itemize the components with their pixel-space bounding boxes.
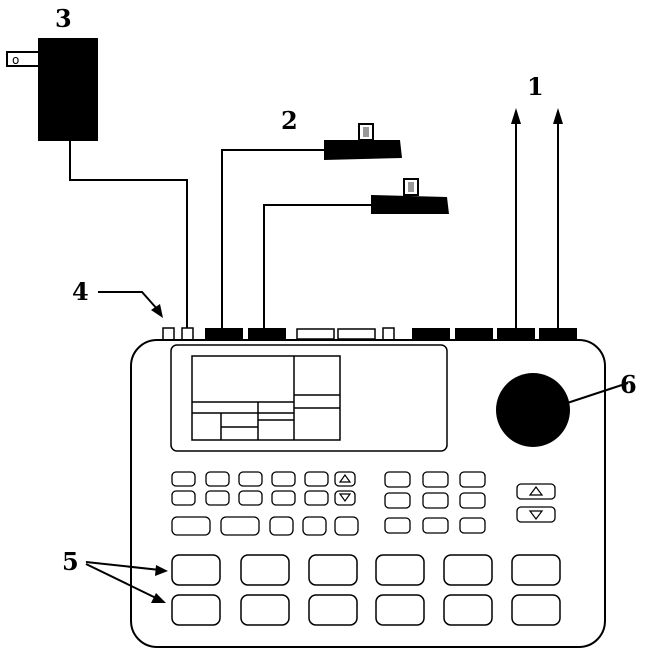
num-key-r1c3[interactable] (460, 472, 485, 487)
drum-pad-6[interactable] (512, 555, 560, 585)
num-key-r2c3[interactable] (460, 493, 485, 508)
lcd-screen (192, 356, 340, 440)
num-key-r1c2[interactable] (423, 472, 448, 487)
drum-pad-9[interactable] (309, 595, 357, 625)
output-arrow-right (553, 108, 563, 124)
power-jack (182, 328, 193, 340)
num-key-r3c1[interactable] (385, 518, 410, 533)
pad-key-r1c5[interactable] (305, 472, 328, 486)
small-jack (383, 328, 394, 340)
drum-pad-2[interactable] (241, 555, 289, 585)
drum-pad-1[interactable] (172, 555, 220, 585)
pad-key-r1c4[interactable] (272, 472, 295, 486)
num-key-r2c2[interactable] (423, 493, 448, 508)
drum-pad-8[interactable] (241, 595, 289, 625)
pad-key-r2c4[interactable] (272, 491, 295, 505)
pad-key-r1c1[interactable] (172, 472, 195, 486)
callout-3: 3 (55, 4, 72, 33)
key-r3c4[interactable] (303, 517, 326, 535)
drum-pad-7[interactable] (172, 595, 220, 625)
footswitch-lower-cable (264, 205, 371, 328)
midi-port-2 (338, 329, 375, 339)
footswitch-jack-2 (248, 328, 286, 340)
drum-pad-10[interactable] (376, 595, 424, 625)
pad-key-r2c1[interactable] (172, 491, 195, 505)
footswitch-lower-pedal (371, 195, 449, 214)
wide-key-2[interactable] (221, 517, 259, 535)
callout-2: 2 (281, 106, 298, 135)
rear-panel (163, 328, 577, 340)
wide-key-1[interactable] (172, 517, 210, 535)
midi-port-1 (297, 329, 334, 339)
output-jack-4 (539, 328, 577, 340)
output-jack-3 (497, 328, 535, 340)
key-r3c5[interactable] (335, 517, 358, 535)
footswitch-upper (222, 124, 402, 328)
callout-1: 1 (527, 72, 544, 101)
down-key-small[interactable] (335, 491, 355, 505)
key-r3c3[interactable] (270, 517, 293, 535)
footswitch-lower-button-cap (408, 182, 414, 192)
power-adapter: o (7, 38, 187, 328)
pad-key-r2c2[interactable] (206, 491, 229, 505)
footswitch-upper-pedal (324, 140, 402, 160)
output-jack-2 (455, 328, 493, 340)
num-key-r1c1[interactable] (385, 472, 410, 487)
num-key-r3c3[interactable] (460, 518, 485, 533)
footswitch-upper-cable (222, 150, 324, 328)
output-jack-1 (412, 328, 450, 340)
callout-6: 6 (620, 370, 637, 399)
drum-pad-3[interactable] (309, 555, 357, 585)
output-arrow-left (511, 108, 521, 124)
drum-pad-12[interactable] (512, 595, 560, 625)
drum-pad-5[interactable] (444, 555, 492, 585)
wall-plug-glyph: o (12, 53, 19, 67)
callout-5: 5 (62, 547, 79, 576)
data-dial[interactable] (496, 373, 570, 447)
footswitch-upper-button-cap (363, 127, 369, 137)
callout-4-arrow (98, 292, 163, 318)
drum-pad-4[interactable] (376, 555, 424, 585)
pad-key-r2c3[interactable] (239, 491, 262, 505)
num-key-r3c2[interactable] (423, 518, 448, 533)
pad-key-r1c3[interactable] (239, 472, 262, 486)
pad-key-r1c2[interactable] (206, 472, 229, 486)
footswitch-jack-1 (205, 328, 243, 340)
midi-jack-1 (163, 328, 174, 340)
footswitch-lower (264, 179, 449, 328)
audio-outputs (511, 108, 563, 328)
lcd-display (171, 345, 447, 451)
callout-4: 4 (72, 277, 89, 306)
pad-key-r2c5[interactable] (305, 491, 328, 505)
num-key-r2c1[interactable] (385, 493, 410, 508)
adapter-body (38, 38, 98, 141)
drum-pad-11[interactable] (444, 595, 492, 625)
